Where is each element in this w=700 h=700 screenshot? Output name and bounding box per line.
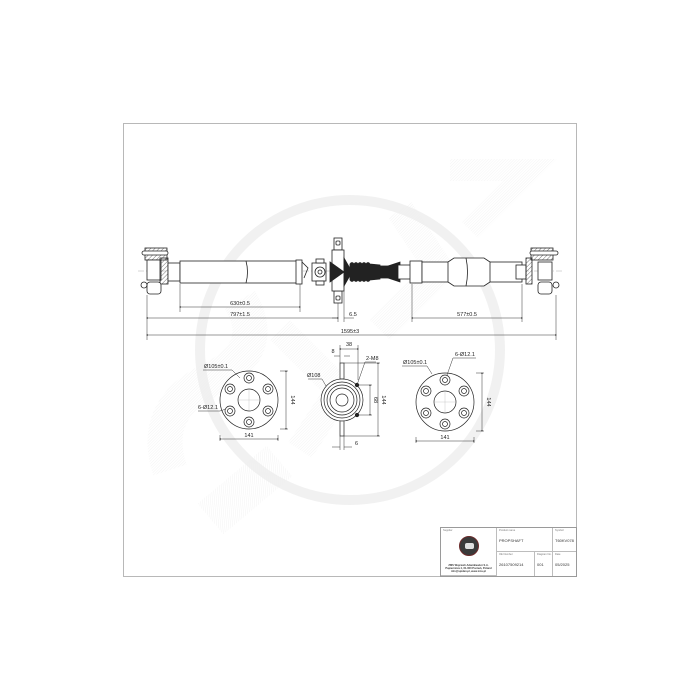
left-flange-dimensions bbox=[198, 369, 288, 441]
company-logo-icon bbox=[459, 536, 479, 556]
date-cell: Date 05/2025 bbox=[553, 552, 576, 576]
cb-inner-height-label: 68 bbox=[372, 397, 378, 403]
dim-left-tube: 630±0.5 bbox=[230, 301, 250, 307]
right-holes-label: 6-Ø12.1 bbox=[455, 352, 475, 358]
center-bearing-dimensions bbox=[308, 345, 380, 450]
cb-mount-holes-label: 2-M8 bbox=[366, 356, 379, 362]
oe-number: 26107509214 bbox=[499, 562, 524, 567]
oe-number-cell: OE Number 26107509214 bbox=[497, 552, 535, 576]
left-width-label: 141 bbox=[244, 433, 253, 439]
dim-left-section: 797±1.5 bbox=[230, 312, 250, 318]
main-dimensions bbox=[146, 284, 557, 340]
cb-bottom-width-label: 6 bbox=[355, 441, 358, 447]
shaft-side-view bbox=[138, 237, 562, 304]
right-bolt-circle-label: Ø105±0.1 bbox=[403, 360, 427, 366]
date-label: Date bbox=[555, 553, 561, 556]
product-name-cell: Product name PROPSHAFT bbox=[497, 528, 553, 552]
date-value: 05/2025 bbox=[555, 562, 570, 567]
center-bearing-view bbox=[320, 362, 364, 437]
title-block: Supplier ZMS Wojciech Adamkiewicz S.A. P… bbox=[440, 527, 577, 577]
cb-top-width-label: 38 bbox=[346, 342, 352, 348]
dim-overall-length: 1595±3 bbox=[341, 329, 359, 335]
left-bolt-circle-label: Ø105±0.1 bbox=[204, 364, 228, 370]
diagram-no-cell: Diagram No. 001 bbox=[535, 552, 553, 576]
drawing-frame bbox=[123, 123, 577, 577]
diagram-no-label: Diagram No. bbox=[537, 553, 552, 556]
supplier-cell: Supplier ZMS Wojciech Adamkiewicz S.A. P… bbox=[441, 528, 497, 576]
rubber-boot bbox=[349, 262, 381, 282]
dim-right-tube: 577±0.5 bbox=[457, 312, 477, 318]
oe-number-label: OE Number bbox=[499, 553, 513, 556]
diagram-no: 001 bbox=[537, 562, 544, 567]
cb-slot-label: 8 bbox=[331, 349, 334, 355]
supplier-label: Supplier bbox=[443, 529, 453, 532]
symbol-label: Symbol bbox=[555, 529, 564, 532]
right-flange-dimensions bbox=[402, 357, 484, 443]
product-name-label: Product name bbox=[499, 529, 516, 532]
main-dimension-labels: 630±0.5 797±1.5 6.5 577±0.5 1595±3 bbox=[230, 301, 477, 335]
cb-diameter-label: Ø108 bbox=[307, 373, 320, 379]
company-address: ZMS Wojciech Adamkiewicz S.A. Papiernicz… bbox=[445, 564, 492, 573]
left-flange-view bbox=[219, 370, 279, 430]
center-bearing bbox=[329, 237, 353, 304]
right-flange-view bbox=[415, 372, 475, 432]
universal-joint bbox=[311, 258, 327, 286]
symbol-cell: Symbol T60KV078 bbox=[553, 528, 576, 552]
cb-outer-height-label: 144 bbox=[380, 395, 386, 404]
left-holes-label: 6-Ø12.1 bbox=[198, 405, 218, 411]
left-flex-joint bbox=[140, 247, 169, 295]
product-name: PROPSHAFT bbox=[499, 538, 524, 543]
dim-center-offset: 6.5 bbox=[349, 312, 357, 318]
right-width-label: 141 bbox=[440, 435, 449, 441]
symbol-value: T60KV078 bbox=[555, 538, 574, 543]
right-flex-joint bbox=[525, 247, 560, 295]
watermark-logo bbox=[147, 159, 557, 535]
right-height-label: 144 bbox=[485, 397, 491, 406]
left-height-label: 144 bbox=[289, 395, 295, 404]
